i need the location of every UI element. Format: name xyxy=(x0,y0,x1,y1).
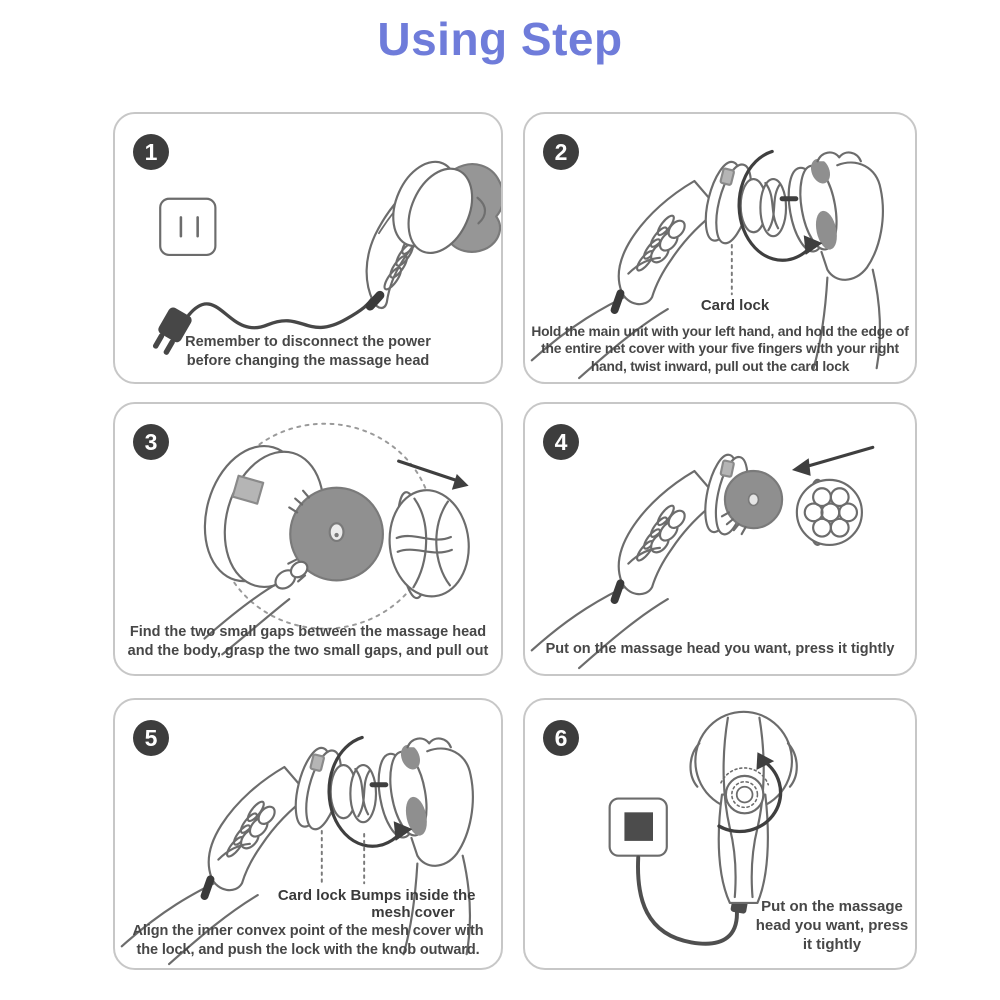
bump-massage-head xyxy=(795,478,863,546)
unit-head-and-card-lock xyxy=(704,160,788,245)
step-5-illustration xyxy=(120,735,474,966)
card-lock-label: Card lock xyxy=(277,887,347,904)
step-3-panel: 3 xyxy=(113,402,503,676)
step-6-number-badge: 6 xyxy=(543,720,579,756)
step-1-caption: Remember to disconnect the power before … xyxy=(185,334,431,369)
direction-arrow-icon xyxy=(397,459,469,490)
step-3-number-badge: 3 xyxy=(133,424,169,460)
massager-device xyxy=(365,160,501,311)
net-cover-disc xyxy=(377,737,452,839)
step-5-panel: 5 xyxy=(113,698,503,970)
step-2-caption: Hold the main unit with your left hand, … xyxy=(531,323,909,374)
step-2-illustration xyxy=(530,149,884,380)
step-6-caption: Put on the massage head you want, press … xyxy=(755,898,909,953)
left-hand-holding-unit xyxy=(530,179,721,380)
step-5-caption: Align the inner convex point of the mesh… xyxy=(132,923,484,958)
step-1-illustration xyxy=(152,160,501,355)
power-outlet-icon xyxy=(159,197,217,256)
card-lock-label: Card lock xyxy=(700,297,770,314)
step-3-caption: Find the two small gaps between the mass… xyxy=(127,624,489,659)
bumps-inside-mesh-cover-label: Bumps inside the mesh cover xyxy=(350,887,476,921)
unit-head-and-card-lock xyxy=(294,746,378,831)
card-lock-wheel xyxy=(287,486,384,583)
rotation-arrow-icon xyxy=(717,752,783,834)
step-2-number-badge: 2 xyxy=(543,134,579,170)
step-3-illustration xyxy=(203,422,470,656)
net-cover-disc xyxy=(787,151,862,253)
step-4-caption: Put on the massage head you want, press … xyxy=(545,640,895,657)
unit-body-disc xyxy=(203,444,325,588)
step-1-number-badge: 1 xyxy=(133,134,169,170)
rotation-arrow-icon xyxy=(327,735,413,848)
power-outlet-icon xyxy=(608,797,668,857)
step-4-illustration xyxy=(530,445,875,670)
massager-front-view xyxy=(689,710,798,905)
step-6-illustration xyxy=(608,710,798,946)
step-4-number-badge: 4 xyxy=(543,424,579,460)
rotation-arrow-icon xyxy=(737,149,823,262)
grasping-fingers xyxy=(203,560,309,656)
unit-head-gray-disc xyxy=(704,453,784,536)
right-hand-holding-cover xyxy=(812,161,884,370)
page-title: Using Step xyxy=(377,13,623,65)
power-cord xyxy=(636,855,739,946)
step-2-panel: 2 xyxy=(523,112,917,384)
step-4-panel: 4 xyxy=(523,402,917,676)
power-cord xyxy=(187,295,375,330)
left-hand-holding-unit xyxy=(120,765,311,966)
step-5-number-badge: 5 xyxy=(133,720,169,756)
massage-head-disc xyxy=(388,489,470,600)
step-1-panel: 1 xyxy=(113,112,503,384)
step-6-panel: 6 xyxy=(523,698,917,970)
power-plug-icon xyxy=(152,307,192,355)
left-hand-holding-unit xyxy=(530,469,721,670)
right-hand-holding-cover xyxy=(402,747,474,956)
direction-arrow-icon xyxy=(791,445,875,476)
